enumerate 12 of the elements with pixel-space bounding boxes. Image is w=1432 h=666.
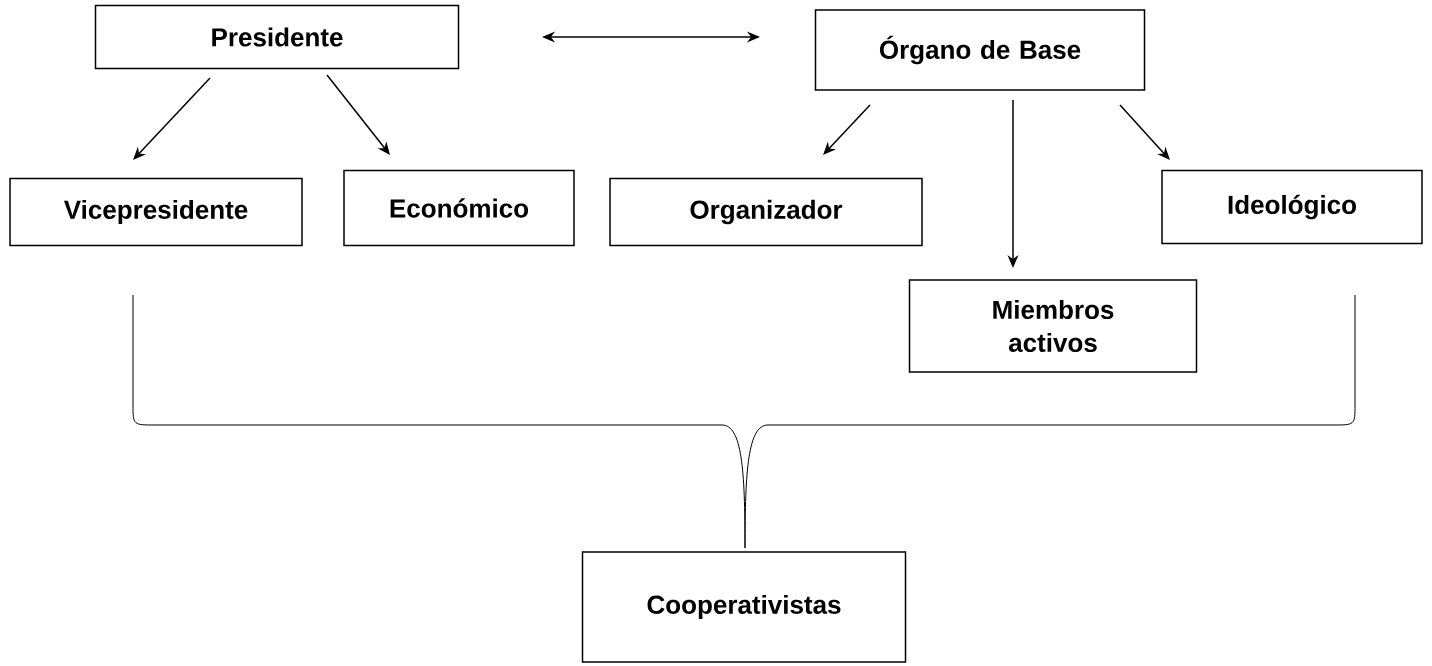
org-box: Cooperativistas [581,551,907,663]
arrow [1119,104,1170,160]
org-box: Vicepresidente [9,177,303,247]
org-box: Ideológico [1161,169,1423,245]
arrow [326,74,390,155]
org-box: Miembros activos [908,279,1198,373]
arrow [823,104,871,155]
org-box: Organizador [609,177,923,247]
org-box: Presidente [94,4,460,70]
org-box: Órgano de Base [814,9,1146,91]
arrow [133,77,211,160]
org-box: Económico [343,169,575,247]
